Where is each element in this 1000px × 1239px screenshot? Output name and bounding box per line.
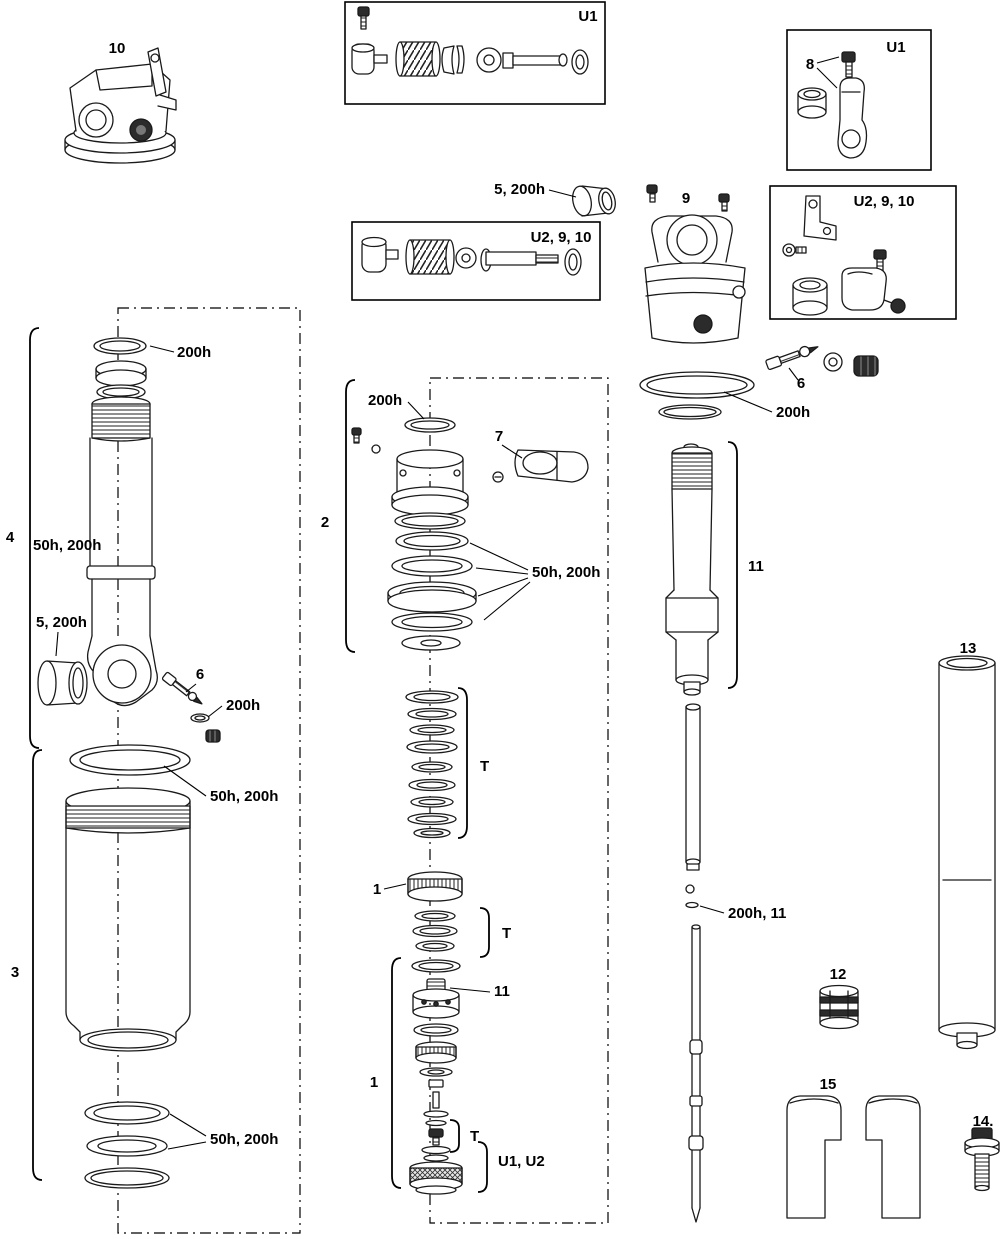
callout-50h-200h-left-bottom: 50h, 200h bbox=[210, 1131, 278, 1148]
shim-stack-upper bbox=[405, 690, 459, 839]
callout-part12: 12 bbox=[830, 966, 847, 983]
callout-kit-u1-top: U1 bbox=[578, 8, 597, 25]
group-brackets bbox=[29, 327, 738, 1193]
damper-body-11 bbox=[665, 446, 719, 696]
callout-part13: 13 bbox=[960, 640, 977, 657]
kit-box-u1-top bbox=[344, 1, 606, 105]
callout-t-lower: T bbox=[470, 1128, 479, 1145]
assembly-boundaries bbox=[117, 307, 609, 1234]
kit-u2-9-10-right-parts bbox=[782, 195, 906, 316]
callout-200h-left-small: 200h bbox=[226, 697, 260, 714]
callout-5-200h-top: 5, 200h bbox=[494, 181, 545, 198]
callout-t-upper: T bbox=[480, 758, 489, 775]
bracket-4 bbox=[29, 327, 40, 749]
left-can-seals bbox=[84, 1101, 170, 1189]
o-ring-200h-right bbox=[639, 371, 755, 451]
callout-50h-200h-left-mid: 50h, 200h bbox=[210, 788, 278, 805]
kit-u1-right-parts bbox=[797, 51, 868, 159]
bracket-t-mid bbox=[479, 907, 490, 958]
callout-part8: 8 bbox=[806, 56, 814, 73]
part-9-air-can-top bbox=[644, 214, 746, 344]
callout-part11-mid: 11 bbox=[494, 983, 510, 1000]
part-7-clamp bbox=[492, 449, 589, 483]
shim-stack-mid bbox=[412, 910, 458, 952]
leader-lines bbox=[55, 56, 840, 1150]
bracket-1-lower bbox=[391, 957, 402, 1189]
callout-part4: 4 bbox=[6, 529, 15, 546]
callout-part7: 7 bbox=[495, 428, 503, 445]
part-13-shaft bbox=[938, 655, 996, 1050]
bracket-u1-u2 bbox=[477, 1141, 488, 1193]
callout-200h-left-top: 200h bbox=[177, 344, 211, 361]
small-seals-left bbox=[190, 713, 221, 743]
callout-part15: 15 bbox=[820, 1076, 837, 1093]
callout-kit-u2-9-10-mid: U2, 9, 10 bbox=[531, 229, 592, 246]
callout-50h-200h-left-upper: 50h, 200h bbox=[33, 537, 101, 554]
kit-boxes bbox=[344, 1, 957, 320]
callout-200h-right: 200h bbox=[776, 404, 810, 421]
callout-part10: 10 bbox=[109, 40, 126, 57]
part-10-drawing bbox=[64, 47, 177, 164]
kit-u1-top-parts bbox=[351, 6, 589, 77]
bracket-3 bbox=[32, 749, 43, 1181]
kit-box-u1-right bbox=[786, 29, 932, 171]
left-shock-body bbox=[86, 337, 158, 707]
callout-200h-11: 200h, 11 bbox=[728, 905, 786, 922]
part-12-drawing bbox=[819, 984, 859, 1030]
kit-box-u2-9-10-mid bbox=[351, 221, 601, 301]
callout-part1-lower: 1 bbox=[370, 1074, 378, 1091]
bushing-5-200h-top bbox=[572, 185, 616, 217]
needle-shaft bbox=[688, 924, 704, 1223]
callout-5-200h-left: 5, 200h bbox=[36, 614, 87, 631]
callout-kit-u1-u2: U1, U2 bbox=[498, 1153, 545, 1170]
bracket-11-right bbox=[727, 441, 738, 689]
small-parts-200h-11 bbox=[685, 884, 699, 909]
callout-part14: 14. bbox=[973, 1113, 994, 1130]
callout-part1-upper: 1 bbox=[373, 881, 381, 898]
group-2-seals bbox=[387, 531, 477, 651]
callout-part11-right: 11 bbox=[748, 558, 764, 575]
kit-u2-9-10-mid-parts bbox=[361, 236, 582, 276]
part-6-right-hardware bbox=[823, 352, 879, 377]
part-15-blocks bbox=[786, 1095, 921, 1219]
callout-t-mid: T bbox=[502, 925, 511, 942]
callout-part9: 9 bbox=[682, 190, 690, 207]
damper-shaft bbox=[685, 703, 701, 871]
bracket-t-lower bbox=[449, 1119, 460, 1153]
callout-part6-right: 6 bbox=[797, 375, 805, 392]
kit-box-u2-9-10-right bbox=[769, 185, 957, 320]
callout-part3: 3 bbox=[11, 964, 19, 981]
part-9-screws bbox=[646, 184, 730, 212]
bracket-t-upper bbox=[457, 687, 468, 839]
part-14-bolt bbox=[964, 1127, 1000, 1192]
callout-labels: 10 U1 U1 8 5, 200h 9 U2, 9, 10 U2, 9, 10… bbox=[6, 8, 994, 1170]
callout-part6-left: 6 bbox=[196, 666, 204, 683]
middle-assembly-boundary bbox=[429, 377, 609, 1224]
group-2-top-cap bbox=[351, 417, 469, 530]
callout-kit-u2-9-10-right: U2, 9, 10 bbox=[854, 193, 915, 210]
part-6-right bbox=[765, 345, 819, 371]
piston-1-upper bbox=[407, 871, 463, 902]
callout-part2: 2 bbox=[321, 514, 329, 531]
left-air-can bbox=[65, 744, 191, 1052]
callout-kit-u1-right: U1 bbox=[886, 39, 905, 56]
bushing-5-200h-left bbox=[37, 660, 88, 706]
bracket-2 bbox=[345, 379, 356, 653]
part-6-left bbox=[161, 671, 203, 705]
callout-200h-mid: 200h bbox=[368, 392, 402, 409]
group-1-lower bbox=[409, 959, 463, 1195]
callout-50h-200h-mid: 50h, 200h bbox=[532, 564, 600, 581]
